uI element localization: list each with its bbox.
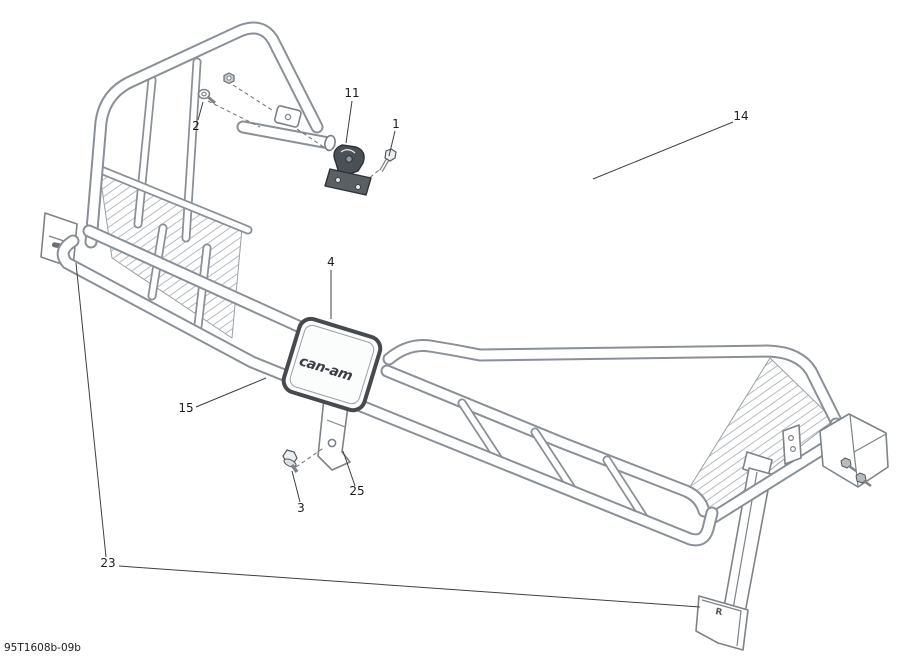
bolt-1	[379, 148, 397, 172]
stamp-letter: R	[714, 607, 723, 618]
front-guard	[91, 28, 336, 339]
bolt-3	[282, 449, 299, 474]
callout-leader-23	[75, 262, 107, 558]
assembly-line	[207, 100, 261, 128]
callout-leader-14	[592, 121, 734, 180]
callout-15: 15	[178, 401, 193, 415]
latch-11	[324, 144, 372, 196]
callout-3: 3	[297, 501, 305, 515]
callout-leader-15	[195, 377, 267, 408]
callout-leader-23	[118, 565, 701, 608]
callout-11: 11	[344, 86, 359, 100]
latch-mount-tab	[274, 105, 302, 128]
logo-plate: can-am	[281, 316, 383, 413]
callout-4: 4	[327, 255, 335, 269]
screw-2	[197, 88, 216, 105]
callout-23: 23	[100, 556, 115, 570]
callout-1: 1	[392, 117, 400, 131]
assembly-line	[295, 446, 326, 468]
flange-nut	[223, 72, 235, 85]
callout-2: 2	[192, 119, 200, 133]
callout-25: 25	[349, 484, 364, 498]
bolt-small-a	[840, 457, 857, 473]
hardware	[197, 72, 397, 474]
assembly-line	[232, 84, 273, 111]
callout-leader-25	[342, 450, 356, 487]
support-leg-right: R	[695, 451, 773, 651]
mount-bracket-right	[782, 413, 889, 488]
part-code: 95T1608b-09b	[4, 642, 81, 654]
callout-leader-11	[345, 100, 353, 144]
cross-bar-tube	[243, 127, 336, 152]
callout-14: 14	[733, 109, 748, 123]
callout-leader-3	[291, 470, 301, 503]
callout-leader-2	[197, 101, 204, 121]
callout-leader-1	[388, 130, 396, 157]
bolt-small-b	[855, 472, 872, 488]
